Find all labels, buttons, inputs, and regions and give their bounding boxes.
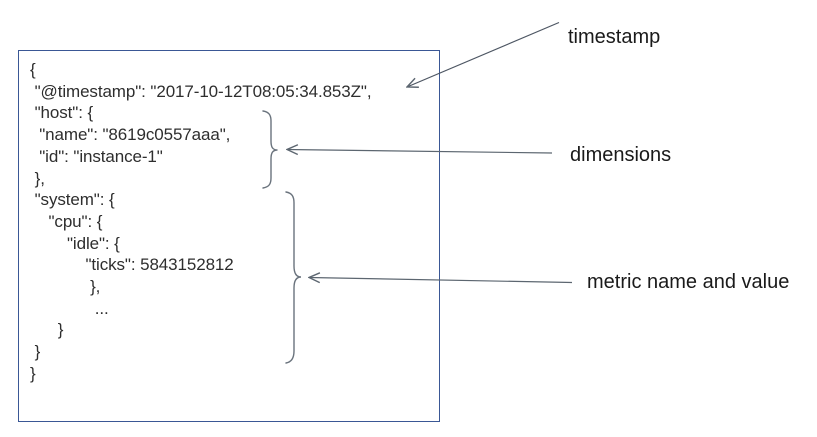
json-line: }, bbox=[30, 168, 45, 188]
json-line-timestamp: "@timestamp": "2017-10-12T08:05:34.853Z"… bbox=[30, 81, 372, 101]
json-line-host-name: "name": "8619c0557aaa", bbox=[30, 125, 231, 145]
json-line-cpu: "cpu": { bbox=[30, 211, 103, 231]
json-line: } bbox=[30, 363, 36, 383]
json-line: { bbox=[30, 60, 36, 79]
json-line-idle: "idle": { bbox=[30, 233, 120, 253]
json-line-ticks: "ticks": 5843152812 bbox=[30, 255, 234, 275]
json-line-host-id: "id": "instance-1" bbox=[30, 146, 163, 166]
json-line: }, bbox=[30, 277, 101, 297]
json-line: } bbox=[30, 320, 64, 340]
metric-name-value-label: metric name and value bbox=[587, 271, 790, 293]
json-line-system: "system": { bbox=[30, 190, 115, 210]
json-line-host: "host": { bbox=[30, 103, 94, 123]
json-document-box bbox=[18, 50, 440, 422]
dimensions-label: dimensions bbox=[570, 144, 672, 166]
json-line: } bbox=[30, 342, 41, 362]
json-document-code: { "@timestamp": "2017-10-12T08:05:34.853… bbox=[30, 59, 372, 385]
json-line-ellipsis: ... bbox=[30, 298, 109, 318]
timestamp-label: timestamp bbox=[568, 26, 661, 48]
